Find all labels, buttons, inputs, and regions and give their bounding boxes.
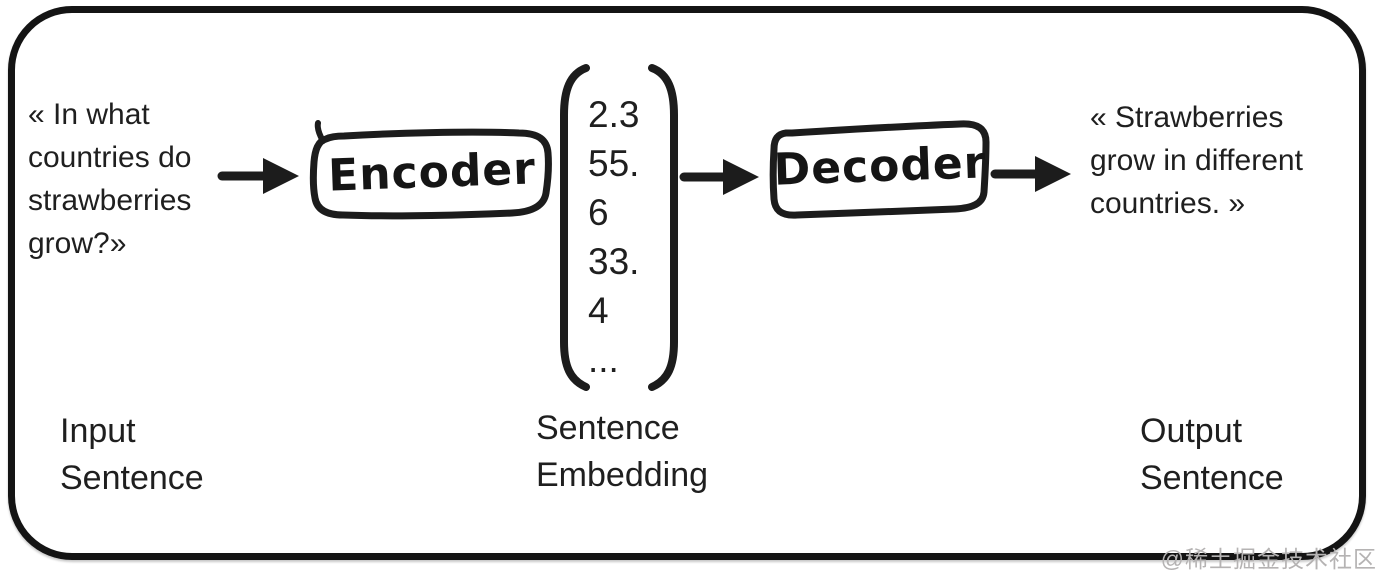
text-line: grow?» xyxy=(28,227,127,260)
text-line: « Strawberries xyxy=(1090,101,1284,134)
caption-line: Embedding xyxy=(536,456,709,494)
input-sentence-text: « In what countries do strawberries grow… xyxy=(28,93,191,265)
embedding-value: 2.3 xyxy=(588,94,640,135)
embedding-vector-values: 2.3 55. 6 33. 4 ... xyxy=(588,90,639,384)
encoder-label: Encoder xyxy=(327,142,537,202)
arrow-right-icon xyxy=(679,159,759,195)
arrow-right-icon xyxy=(990,156,1071,192)
text-line: strawberries xyxy=(28,184,192,217)
input-sentence-caption: Input Sentence xyxy=(60,408,204,502)
encoder-box xyxy=(309,120,552,220)
text-line: « In what xyxy=(28,98,150,131)
embedding-value: 33. xyxy=(588,241,640,282)
caption-line: Sentence xyxy=(1140,459,1284,497)
text-line: countries. » xyxy=(1090,187,1246,220)
output-sentence-caption: Output Sentence xyxy=(1140,408,1284,502)
outer-frame xyxy=(8,6,1366,560)
text-line: countries do xyxy=(28,141,192,174)
output-sentence-text: « Strawberries grow in different countri… xyxy=(1090,96,1303,225)
embedding-value: 55. xyxy=(588,143,640,184)
watermark: @稀土掘金技术社区 xyxy=(1160,546,1377,571)
text-line: grow in different xyxy=(1090,144,1303,177)
caption-line: Output xyxy=(1140,412,1243,450)
embedding-value: 4 xyxy=(588,290,609,331)
caption-line: Sentence xyxy=(536,409,680,447)
sentence-embedding-caption: Sentence Embedding xyxy=(536,405,708,499)
embedding-left-paren xyxy=(560,64,590,391)
embedding-right-paren xyxy=(648,64,678,391)
decoder-box xyxy=(769,120,990,219)
embedding-value: 6 xyxy=(588,192,609,233)
embedding-value-ellipsis: ... xyxy=(588,339,619,380)
decoder-label: Decoder xyxy=(772,136,988,196)
caption-line: Input xyxy=(60,412,136,450)
caption-line: Sentence xyxy=(60,459,204,497)
arrow-right-icon xyxy=(217,158,299,194)
